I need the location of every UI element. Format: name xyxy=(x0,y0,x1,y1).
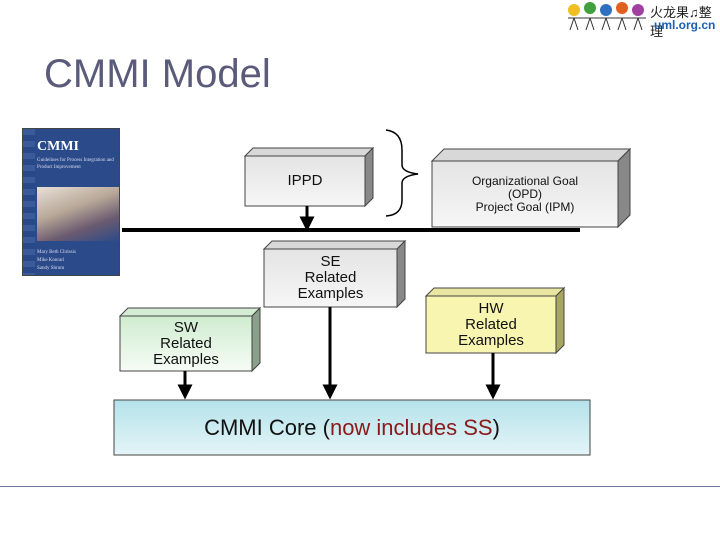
core-prefix: CMMI Core ( xyxy=(204,414,330,440)
book-spine xyxy=(23,129,35,275)
cmmi-book-cover: CMMI Guidelines for Process Integration … xyxy=(22,128,120,276)
ippd-box xyxy=(243,146,375,208)
hw-box xyxy=(424,286,566,355)
org-goal-line2: (OPD) xyxy=(508,186,542,201)
page-title: CMMI Model xyxy=(44,52,271,96)
sw-box xyxy=(118,306,262,373)
sw-label: SW Related Examples xyxy=(120,316,252,371)
hw-line3: Examples xyxy=(458,331,524,349)
book-author: Sandy Shrum xyxy=(37,266,65,271)
curly-brace xyxy=(385,129,419,217)
se-line1: SE xyxy=(320,253,341,270)
org-goal-line3: Project Goal (IPM) xyxy=(475,199,575,214)
footer-divider xyxy=(0,486,720,487)
se-line3: Examples xyxy=(297,285,364,302)
ippd-text: IPPD xyxy=(287,172,323,189)
core-highlight: now includes SS xyxy=(329,414,493,440)
sw-line3: Examples xyxy=(153,350,219,368)
core-suffix: ) xyxy=(492,414,500,440)
org-goal-box xyxy=(430,147,632,229)
org-goal-label: Organizational Goal (OPD) Project Goal (… xyxy=(432,161,618,227)
se-box xyxy=(262,239,407,309)
org-goal-line1: Organizational Goal xyxy=(471,173,579,188)
se-line2: Related xyxy=(304,269,357,286)
hw-line1: HW xyxy=(478,299,504,317)
ippd-label: IPPD xyxy=(245,156,365,206)
se-label: SE Related Examples xyxy=(264,249,397,307)
book-title: CMMI xyxy=(37,139,79,154)
people-logo-icon xyxy=(568,2,646,31)
hw-label: HW Related Examples xyxy=(426,296,556,353)
logo-url: uml.org.cn xyxy=(654,18,716,32)
core-box xyxy=(113,399,591,456)
logo-text: 火龙果♫整理 xyxy=(650,5,712,39)
book-cover-image xyxy=(37,187,119,241)
book-subtitle: Guidelines for Process Integration and P… xyxy=(37,158,114,170)
book-authors: Mary Beth Chrissis Mike Konrad Sandy Shr… xyxy=(37,249,117,273)
core-label: CMMI Core (now includes SS) xyxy=(114,400,590,455)
hw-line2: Related xyxy=(465,315,517,333)
sw-line1: SW xyxy=(173,318,199,336)
book-author: Mary Beth Chrissis xyxy=(37,250,76,255)
sw-line2: Related xyxy=(160,334,212,352)
book-author: Mike Konrad xyxy=(37,258,64,263)
